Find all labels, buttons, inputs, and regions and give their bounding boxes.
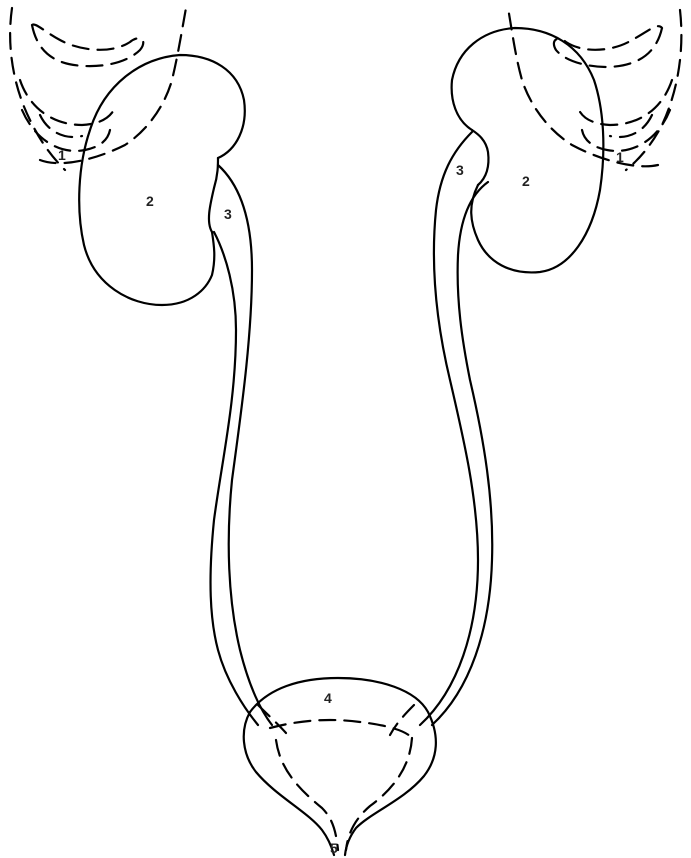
label-adrenal-right: 1	[616, 149, 624, 165]
right-ureter	[420, 132, 492, 725]
label-bladder: 4	[324, 690, 332, 706]
label-kidney-right: 2	[522, 173, 530, 189]
left-ureter	[211, 165, 272, 725]
left-kidney-hilum	[209, 158, 218, 232]
left-kidney	[79, 55, 245, 305]
right-adrenal-gland	[508, 8, 681, 170]
label-ureter-right: 3	[456, 162, 464, 178]
label-urethra: 5	[330, 840, 338, 856]
label-adrenal-left: 1	[58, 147, 66, 163]
left-adrenal-gland	[10, 8, 186, 170]
right-kidney-hilum	[472, 130, 489, 185]
label-kidney-left: 2	[146, 193, 154, 209]
label-ureter-left: 3	[224, 206, 232, 222]
bladder	[244, 678, 436, 855]
